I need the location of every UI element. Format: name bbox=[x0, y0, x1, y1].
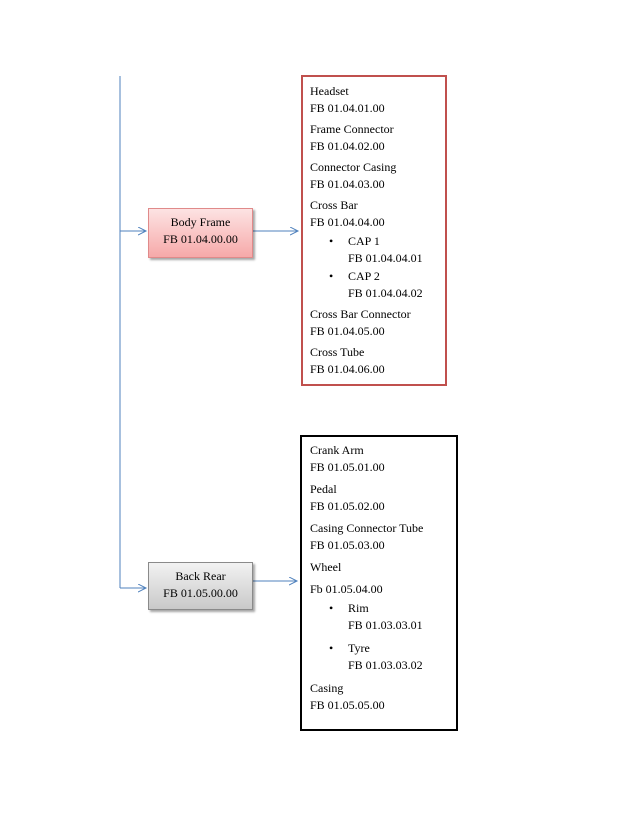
bullet-icon: • bbox=[329, 601, 334, 615]
wheel-sub-list: • Rim FB 01.03.03.01 • Tyre FB 01.03.03.… bbox=[310, 600, 456, 674]
bullet-icon: • bbox=[329, 269, 334, 283]
back-rear-node: Back Rear FB 01.05.00.00 bbox=[148, 562, 253, 610]
part-casing-connector-tube: Casing Connector Tube FB 01.05.03.00 bbox=[310, 520, 456, 554]
sub-part-code: FB 01.04.04.02 bbox=[348, 286, 423, 300]
back-rear-label: Back Rear bbox=[175, 569, 226, 583]
body-frame-parts-box: Headset FB 01.04.01.00 Frame Connector F… bbox=[301, 75, 447, 386]
sub-part-name: Tyre bbox=[348, 641, 370, 655]
back-rear-parts-box: Crank Arm FB 01.05.01.00 Pedal FB 01.05.… bbox=[300, 435, 458, 731]
part-code: FB 01.05.02.00 bbox=[310, 499, 385, 513]
sub-part-code: FB 01.03.03.01 bbox=[348, 618, 423, 632]
sub-part-code: FB 01.03.03.02 bbox=[348, 658, 423, 672]
part-wheel: Wheel Fb 01.05.04.00 • Rim FB 01.03.03.0… bbox=[310, 559, 456, 674]
part-code: Fb 01.05.04.00 bbox=[310, 582, 383, 596]
part-code: FB 01.05.03.00 bbox=[310, 538, 385, 552]
part-name: Crank Arm bbox=[310, 443, 364, 457]
part-code: FB 01.04.03.00 bbox=[310, 177, 385, 191]
sub-part-name: CAP 2 bbox=[348, 269, 380, 283]
back-rear-code: FB 01.05.00.00 bbox=[163, 586, 238, 600]
list-item: • Tyre FB 01.03.03.02 bbox=[310, 640, 456, 674]
part-code: FB 01.04.05.00 bbox=[310, 324, 385, 338]
part-code: FB 01.05.01.00 bbox=[310, 460, 385, 474]
part-name: Connector Casing bbox=[310, 160, 397, 174]
part-code: FB 01.04.04.00 bbox=[310, 215, 385, 229]
part-name: Casing bbox=[310, 681, 344, 695]
part-frame-connector: Frame Connector FB 01.04.02.00 bbox=[310, 121, 445, 155]
list-item: • CAP 2 FB 01.04.04.02 bbox=[310, 268, 445, 302]
part-code: FB 01.04.06.00 bbox=[310, 362, 385, 376]
part-headset: Headset FB 01.04.01.00 bbox=[310, 83, 445, 117]
part-name: Cross Tube bbox=[310, 345, 365, 359]
part-code: FB 01.05.05.00 bbox=[310, 698, 385, 712]
part-cross-bar-connector: Cross Bar Connector FB 01.04.05.00 bbox=[310, 306, 445, 340]
list-item: • CAP 1 FB 01.04.04.01 bbox=[310, 233, 445, 267]
part-cross-tube: Cross Tube FB 01.04.06.00 bbox=[310, 344, 445, 378]
part-name: Wheel bbox=[310, 560, 342, 574]
part-name: Cross Bar bbox=[310, 198, 358, 212]
sub-part-name: Rim bbox=[348, 601, 369, 615]
part-name: Frame Connector bbox=[310, 122, 394, 136]
list-item: • Rim FB 01.03.03.01 bbox=[310, 600, 456, 634]
part-cross-bar: Cross Bar FB 01.04.04.00 • CAP 1 FB 01.0… bbox=[310, 197, 445, 302]
part-connector-casing: Connector Casing FB 01.04.03.00 bbox=[310, 159, 445, 193]
part-code: FB 01.04.01.00 bbox=[310, 101, 385, 115]
cross-bar-sub-list: • CAP 1 FB 01.04.04.01 • CAP 2 FB 01.04.… bbox=[310, 233, 445, 302]
sub-part-code: FB 01.04.04.01 bbox=[348, 251, 423, 265]
sub-part-name: CAP 1 bbox=[348, 234, 380, 248]
part-name: Cross Bar Connector bbox=[310, 307, 411, 321]
body-frame-node: Body Frame FB 01.04.00.00 bbox=[148, 208, 253, 258]
part-crank-arm: Crank Arm FB 01.05.01.00 bbox=[310, 442, 456, 476]
part-name: Headset bbox=[310, 84, 349, 98]
bullet-icon: • bbox=[329, 641, 334, 655]
body-frame-label: Body Frame bbox=[170, 215, 231, 229]
part-name: Casing Connector Tube bbox=[310, 521, 424, 535]
bullet-icon: • bbox=[329, 234, 334, 248]
part-casing: Casing FB 01.05.05.00 bbox=[310, 680, 456, 714]
part-name: Pedal bbox=[310, 482, 337, 496]
body-frame-code: FB 01.04.00.00 bbox=[163, 232, 238, 246]
part-pedal: Pedal FB 01.05.02.00 bbox=[310, 481, 456, 515]
part-code: FB 01.04.02.00 bbox=[310, 139, 385, 153]
